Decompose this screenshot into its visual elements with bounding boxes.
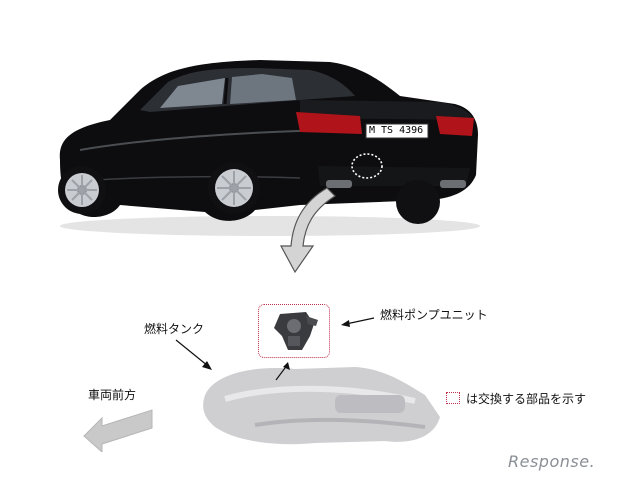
response-watermark: Response. [508, 452, 595, 471]
fuel-pump-unit-illustration [266, 306, 324, 354]
legend-label: は交換する部品を示す [466, 390, 586, 407]
legend-dotted-box [446, 392, 460, 404]
fuel-pump-unit-label: 燃料ポンプユニット [380, 306, 488, 323]
license-plate-text: M TS 4396 [369, 125, 423, 136]
pointer-arrow-icon [170, 336, 220, 376]
vehicle-front-label: 車両前方 [88, 386, 136, 403]
fuel-tank-label: 燃料タンク [144, 320, 204, 337]
fuel-tank-illustration [195, 355, 445, 450]
down-arrow-icon [255, 180, 355, 280]
pointer-arrow-icon [338, 310, 378, 330]
left-arrow-icon [80, 404, 160, 452]
pointer-arrow-icon [270, 356, 300, 386]
